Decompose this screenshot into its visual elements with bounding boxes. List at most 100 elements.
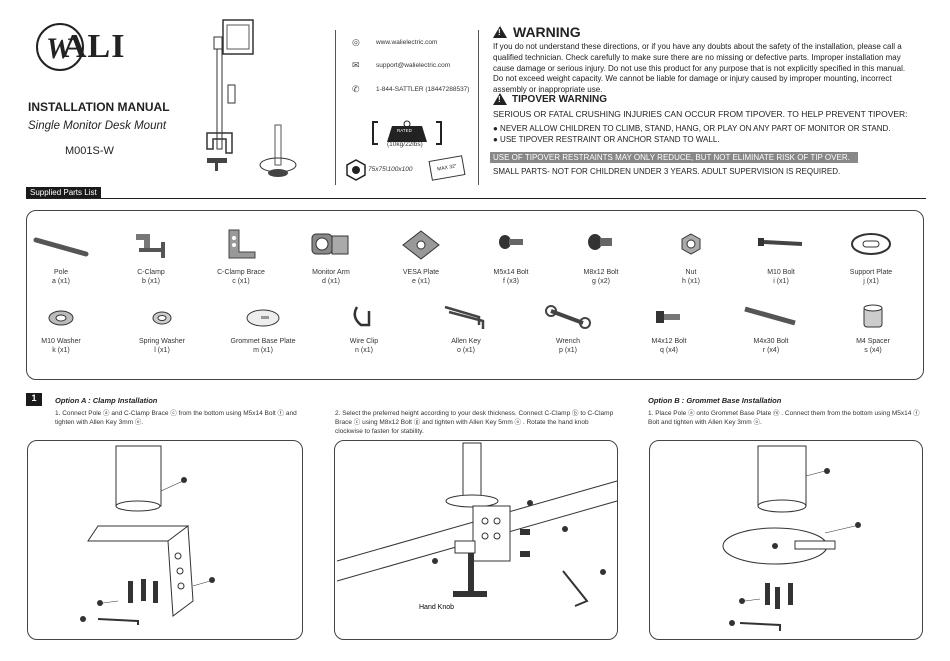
step-number: 1 xyxy=(26,393,42,406)
option-a-step1-text: 1. Connect Pole ⓐ and C-Clamp Brace ⓒ fr… xyxy=(55,410,297,426)
part-support-plate: Support Plate j (x1) xyxy=(826,230,916,286)
rated-value: (10kg/22lbs) xyxy=(387,141,423,148)
vesa-size: 75x75\100x100 xyxy=(368,166,413,173)
part-m4x30-bolt: M4x30 Bolt r (x4) xyxy=(726,303,816,355)
part-name: C-Clamp xyxy=(137,269,165,276)
part-qty: q (x4) xyxy=(660,347,678,355)
part-name: Spring Washer xyxy=(138,338,186,345)
parts-divider xyxy=(26,198,926,199)
tipover-line: SERIOUS OR FATAL CRUSHING INJURIES CAN O… xyxy=(493,109,908,119)
part-qty: b (x1) xyxy=(142,278,160,286)
small-parts-warning: SMALL PARTS- NOT FOR CHILDREN UNDER 3 YE… xyxy=(493,167,841,176)
part-name: M10 Bolt xyxy=(767,269,795,276)
part-name: M8x12 Bolt xyxy=(583,269,619,276)
part-m4x12-bolt: M4x12 Bolt q (x4) xyxy=(624,305,714,355)
part-name: M4x30 Bolt xyxy=(753,338,789,345)
washer-icon xyxy=(48,310,74,326)
part-qty: l (x1) xyxy=(154,347,170,355)
diagram-panel-a1 xyxy=(27,440,303,640)
part-qty: j (x1) xyxy=(863,278,879,286)
part-name: Support Plate xyxy=(849,269,893,276)
part-name: M10 Washer xyxy=(41,338,81,345)
part-qty: k (x1) xyxy=(52,347,70,355)
part-name: Nut xyxy=(685,269,697,276)
hand-knob-label: Hand Knob xyxy=(419,604,454,611)
spacer-icon xyxy=(863,304,883,328)
part-qty: d (x1) xyxy=(322,278,340,286)
part-name: Wire Clip xyxy=(349,338,379,345)
weight-icon xyxy=(372,120,442,145)
bolt-icon xyxy=(588,234,612,250)
warning-heading-text: WARNING xyxy=(513,24,581,40)
part-name: M4x12 Bolt xyxy=(651,338,687,345)
part-qty: o (x1) xyxy=(457,347,475,355)
part-c-clamp: C-Clamp b (x1) xyxy=(106,228,196,286)
parts-panel xyxy=(26,210,924,380)
clamp-brace-diagram xyxy=(80,445,215,625)
part-name: Grommet Base Plate xyxy=(230,338,296,345)
part-spring-washer: Spring Washer l (x1) xyxy=(117,307,207,355)
part-name: Pole xyxy=(53,269,68,276)
option-b-step1-text: 1. Place Pole ⓐ onto Grommet Base Plate … xyxy=(648,410,920,426)
tipover-bullet: ● NEVER ALLOW CHILDREN TO CLIMB, STAND, … xyxy=(493,124,891,133)
option-a-heading: Option A : Clamp Installation xyxy=(55,396,158,405)
website[interactable]: www.walielectric.com xyxy=(376,39,438,46)
phone[interactable]: 1-844-SATTLER (18447288537) xyxy=(376,86,470,93)
restraint-note: USE OF TIPOVER RESTRAINTS MAY ONLY REDUC… xyxy=(490,152,858,163)
tipover-bullet: ● USE TIPOVER RESTRAINT OR ANCHOR STAND … xyxy=(493,135,720,144)
part-qty: p (x1) xyxy=(559,347,577,355)
part-name: M5x14 Bolt xyxy=(493,269,529,276)
monitor-arm-icon xyxy=(311,233,349,255)
bolt-icon xyxy=(656,311,680,323)
bolt-icon xyxy=(744,306,796,326)
part-grommet-base-plate: Grommet Base Plate m (x1) xyxy=(218,307,308,355)
phone-icon: ✆ xyxy=(352,84,360,94)
vesa-icon xyxy=(346,159,366,181)
part-name: Monitor Arm xyxy=(312,269,350,276)
vesa-plate-icon xyxy=(402,230,440,260)
part-name: VESA Plate xyxy=(402,269,440,276)
model-number: M001S-W xyxy=(65,145,114,157)
c-clamp-icon xyxy=(136,234,165,258)
part-name: C-Clamp Brace xyxy=(217,269,265,276)
tipover-heading: TIPOVER WARNING xyxy=(493,93,607,105)
diagram-panel-b1 xyxy=(649,440,923,640)
nut-icon xyxy=(681,233,701,255)
clamp-diagram: Hand Knob xyxy=(336,442,618,611)
svg-text:W: W xyxy=(46,32,75,65)
part-wrench: Wrench p (x1) xyxy=(523,303,613,355)
logo-mark: W xyxy=(36,23,84,71)
part-qty: e (x1) xyxy=(412,278,430,286)
tipover-warning-icon xyxy=(493,93,507,105)
pole-icon xyxy=(33,237,89,257)
warning-heading: WARNING xyxy=(493,24,581,40)
allen-key-icon xyxy=(444,305,485,329)
part-monitor-arm: Monitor Arm d (x1) xyxy=(286,228,376,286)
part-pole: Pole a (x1) xyxy=(16,232,106,286)
part-qty: a (x1) xyxy=(52,278,70,286)
part-qty: r (x4) xyxy=(762,347,780,355)
grommet-plate-icon xyxy=(246,309,280,327)
part-qty: h (x1) xyxy=(682,278,700,286)
wire-clip-icon xyxy=(353,306,371,327)
part-qty: m (x1) xyxy=(253,347,273,355)
warning-icon xyxy=(493,26,507,38)
globe-icon: ◎ xyxy=(352,37,360,47)
c-clamp-brace-icon xyxy=(228,229,256,259)
email[interactable]: support@walielectric.com xyxy=(376,62,451,69)
part-name: M4 Spacer xyxy=(856,338,890,345)
part-name: Wrench xyxy=(556,338,580,345)
wrench-icon xyxy=(545,305,591,329)
manual-subtitle: Single Monitor Desk Mount xyxy=(28,120,167,132)
rated-label: RATED xyxy=(397,128,412,133)
divider-left xyxy=(335,30,336,185)
logo-text: ALI xyxy=(62,28,126,65)
part-vesa-plate: VESA Plate e (x1) xyxy=(376,228,466,286)
spring-washer-icon xyxy=(152,311,172,325)
